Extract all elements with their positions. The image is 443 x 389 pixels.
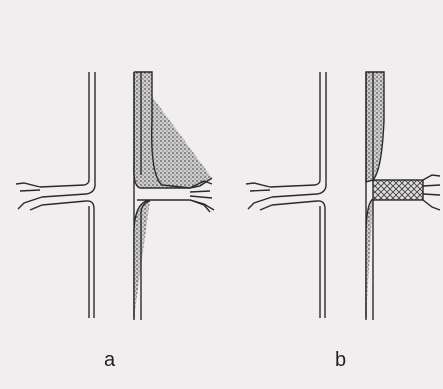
panel-a-right-wall <box>134 72 214 320</box>
panel-b-stent-mesh <box>373 180 423 200</box>
panel-a-left-wall <box>40 72 95 318</box>
panel-b-left-branch <box>246 183 272 210</box>
panel-label-b: b <box>335 349 346 372</box>
panel-b-drawing <box>246 72 440 320</box>
panel-a-left-branch <box>16 183 42 210</box>
panel-b-right-branch <box>423 175 440 210</box>
panel-a-drawing <box>16 72 214 320</box>
panel-label-a: a <box>104 349 115 372</box>
panel-b-left-wall <box>270 72 326 318</box>
